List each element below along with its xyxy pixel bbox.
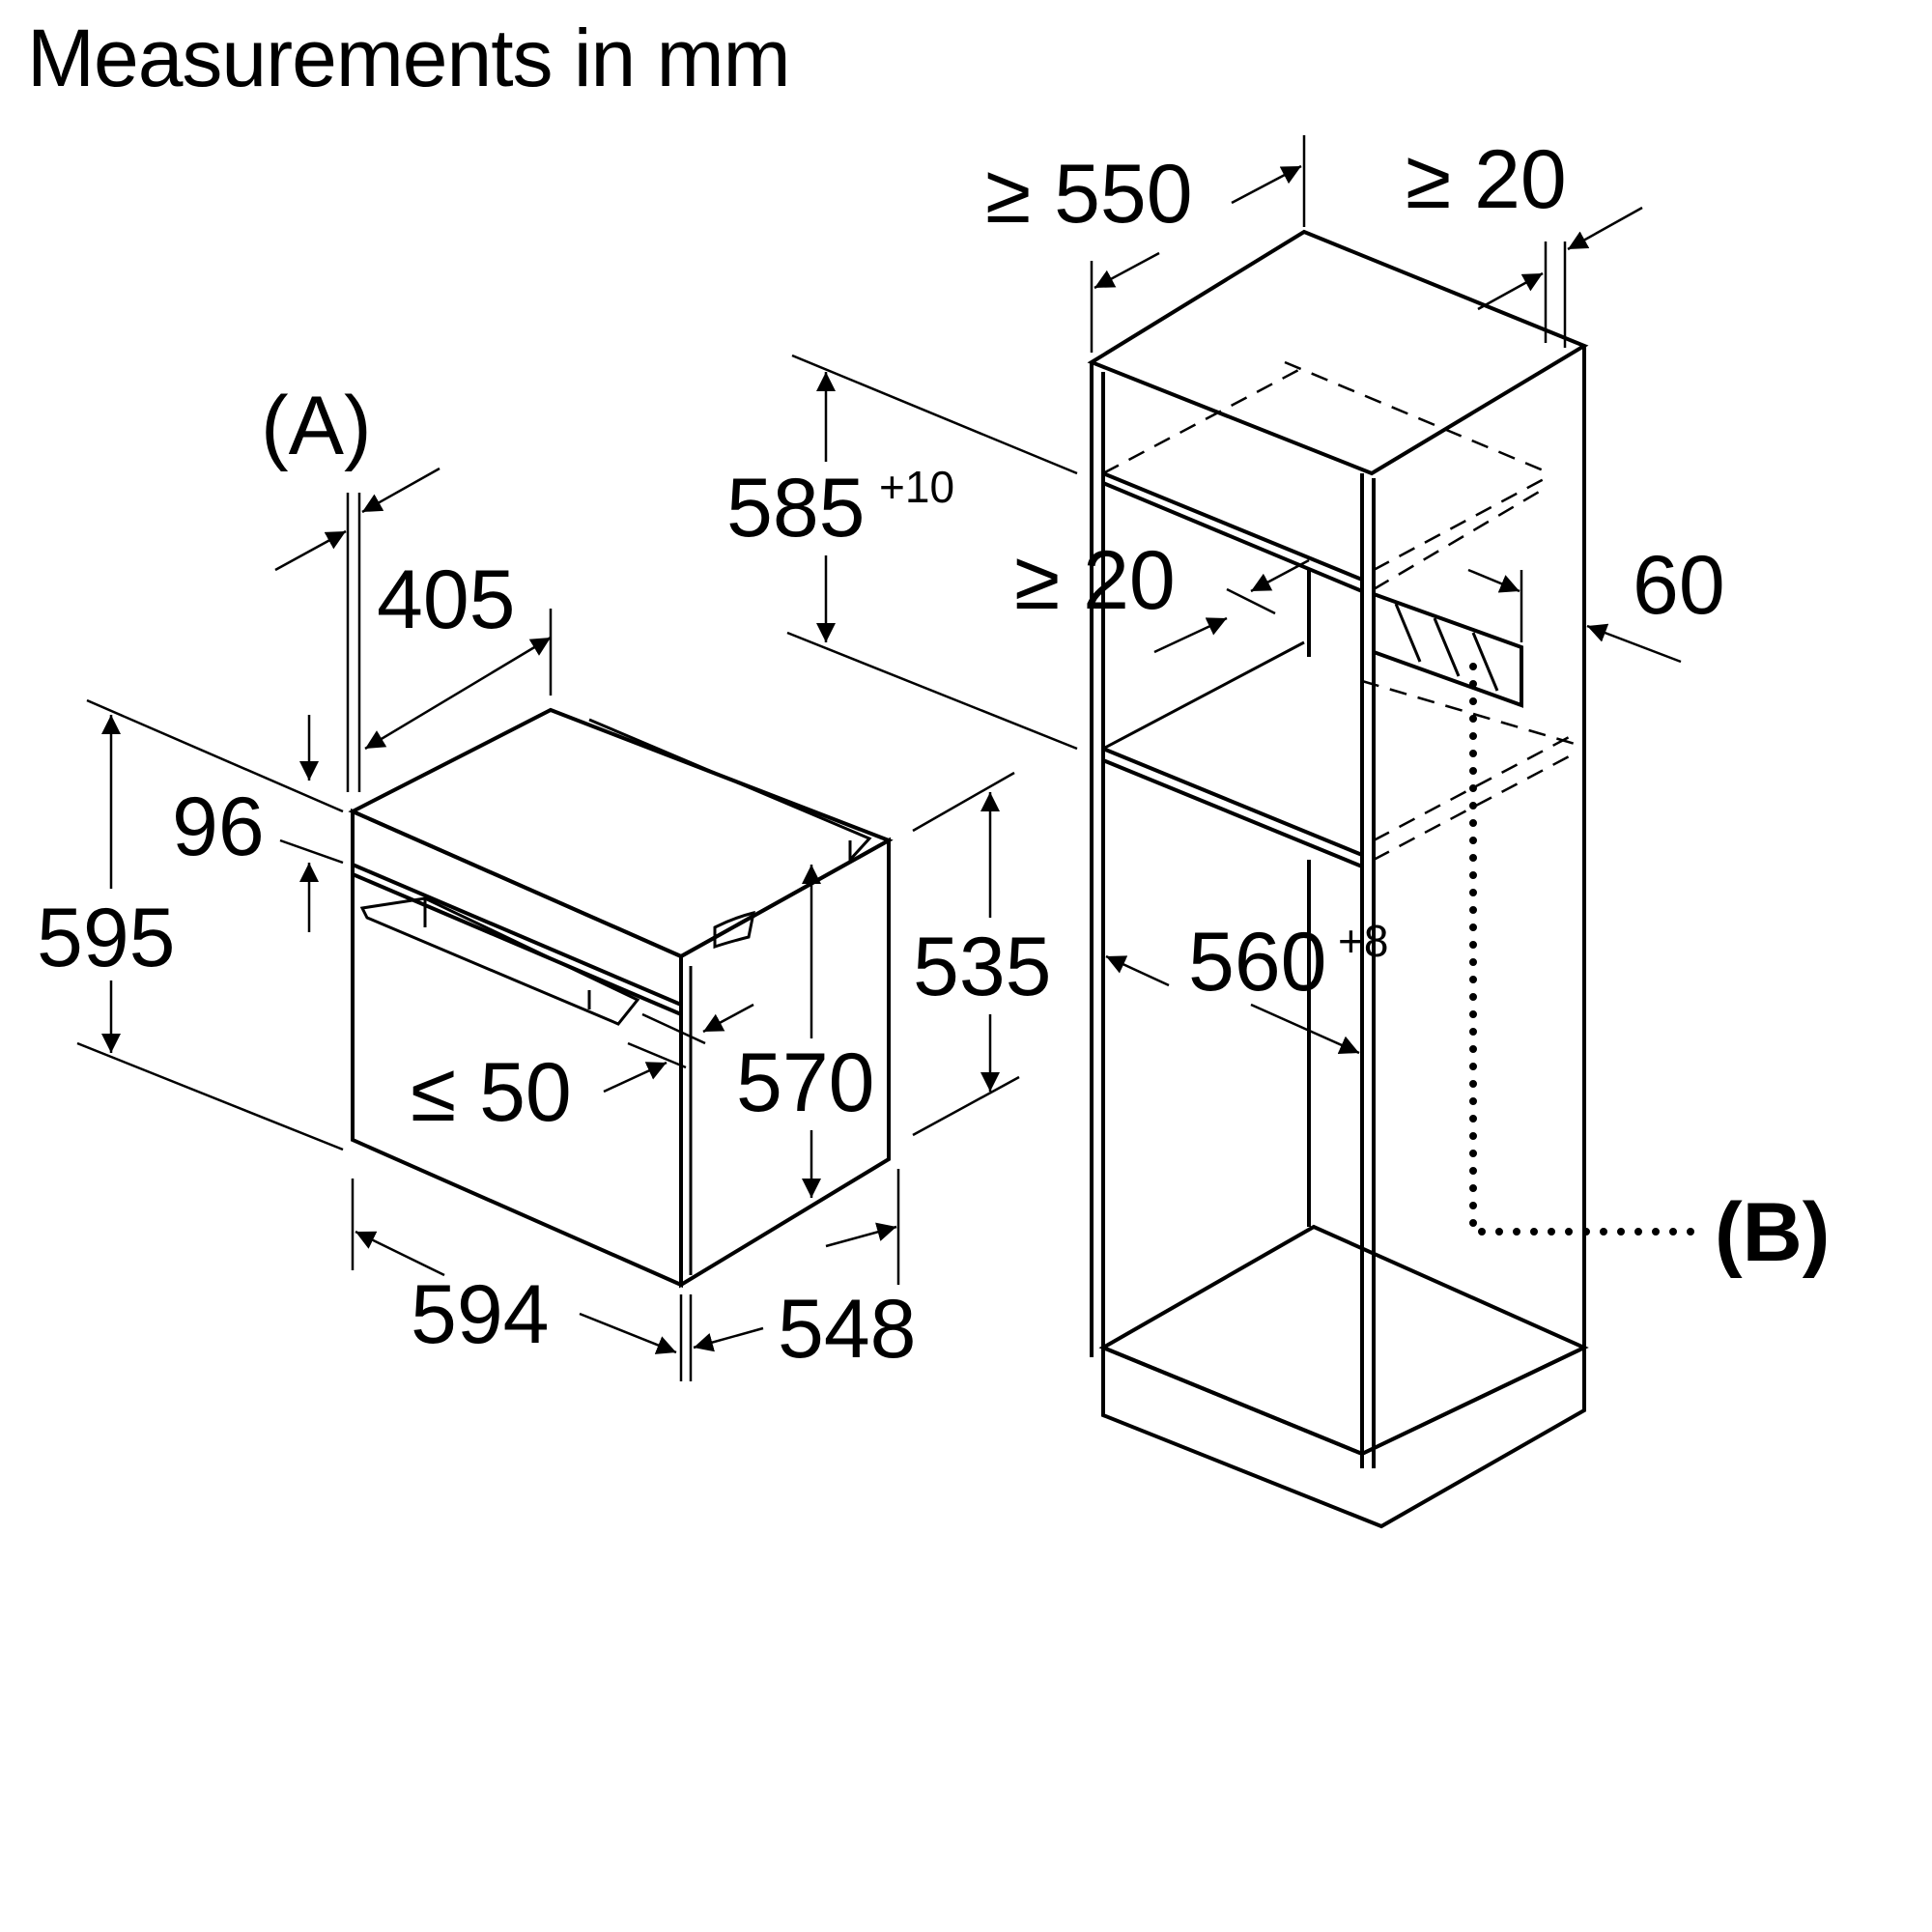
oven-top bbox=[348, 707, 894, 959]
dim-535: 535 bbox=[913, 921, 1052, 1013]
dim-96: 96 bbox=[172, 781, 265, 873]
diagram-title: Measurements in mm bbox=[27, 13, 791, 103]
dim-60: 60 bbox=[1633, 539, 1725, 632]
dim-570: 570 bbox=[736, 1037, 875, 1129]
dim-585-tolerance: +10 bbox=[879, 462, 954, 512]
cabinet-dimension-lines bbox=[786, 135, 1699, 1236]
oven-dimension-lines bbox=[76, 467, 1020, 1381]
dim-594: 594 bbox=[411, 1268, 550, 1361]
dim-50: ≤ 50 bbox=[411, 1046, 572, 1139]
label-b: (B) bbox=[1715, 1186, 1830, 1279]
dim-20-top: ≥ 20 bbox=[1406, 133, 1567, 226]
dim-560-tolerance: +8 bbox=[1338, 916, 1388, 966]
dim-550: ≥ 550 bbox=[985, 148, 1193, 241]
oven-handle bbox=[359, 896, 640, 1026]
label-a: (A) bbox=[261, 380, 372, 472]
dim-560: 560 bbox=[1188, 916, 1327, 1009]
cabinet-drawing bbox=[1087, 229, 1589, 1529]
dim-585: 585 bbox=[726, 462, 866, 554]
ventilation-slot bbox=[1372, 591, 1523, 708]
dim-20-mid: ≥ 20 bbox=[1014, 534, 1176, 627]
oven-drawing bbox=[348, 707, 894, 1289]
dim-595: 595 bbox=[37, 892, 176, 984]
cabinet-top bbox=[1087, 229, 1589, 476]
dim-405: 405 bbox=[377, 554, 516, 646]
dim-548: 548 bbox=[778, 1283, 917, 1376]
